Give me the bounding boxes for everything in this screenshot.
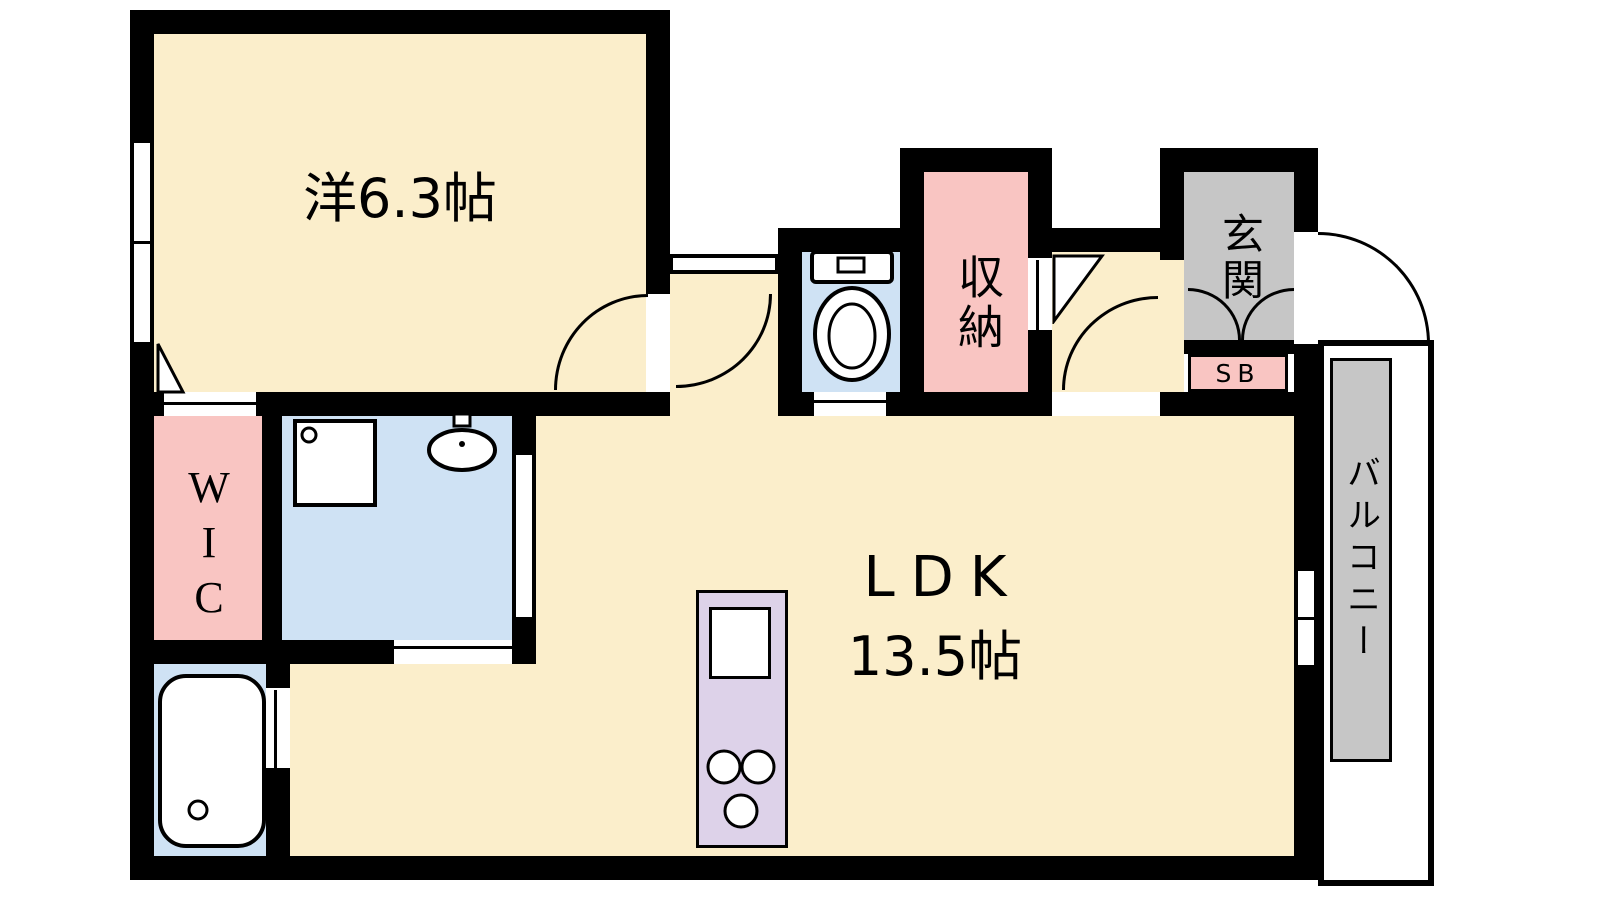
wall-segment	[778, 228, 924, 252]
wall-segment	[1294, 148, 1318, 232]
wall-segment	[900, 148, 1052, 172]
wall-segment	[266, 768, 290, 880]
wall-segment	[512, 620, 536, 664]
wall-segment	[262, 392, 282, 664]
balcony-label: バルコニー	[1340, 455, 1381, 665]
window	[130, 140, 154, 345]
wall-segment	[646, 10, 670, 294]
wall-segment	[130, 10, 670, 34]
ldk-room	[536, 416, 1294, 856]
door-line	[814, 400, 886, 403]
sliding-door	[512, 452, 536, 620]
wall-segment	[1160, 392, 1318, 416]
front-door-swing-arc	[1318, 232, 1430, 344]
wall-segment	[1184, 340, 1294, 354]
door-line	[274, 690, 277, 768]
wic-label: WIC	[184, 462, 234, 628]
wall-segment	[130, 856, 1318, 880]
wall-segment	[1294, 344, 1318, 568]
door-line	[164, 402, 256, 405]
door-line	[1036, 260, 1039, 330]
bathtub-icon	[158, 674, 266, 848]
ldk-label: LDK	[863, 545, 1023, 610]
storage-label: 収納	[951, 253, 1005, 353]
wall-segment	[778, 228, 802, 416]
doorway-opening	[670, 254, 778, 274]
gas-stove-icon	[706, 749, 776, 829]
wall-segment	[1294, 668, 1318, 880]
window-mullion	[134, 241, 150, 244]
bedroom-label: 洋6.3帖	[303, 167, 497, 230]
window	[1294, 568, 1318, 668]
wall-segment	[900, 148, 924, 416]
wall-segment	[1160, 148, 1318, 172]
ldk-room-lower-left	[290, 664, 536, 856]
washing-machine-icon	[293, 419, 377, 507]
wall-segment	[130, 10, 154, 140]
door-leaf	[1052, 254, 1105, 324]
balcony-strip: バルコニー	[1330, 358, 1392, 762]
shoe-box: SB	[1188, 354, 1288, 392]
wall-segment	[130, 392, 164, 416]
window-mullion	[1298, 617, 1314, 620]
storage-room	[924, 172, 1028, 392]
wall-segment	[130, 640, 394, 664]
wall-segment	[778, 392, 814, 416]
door-leaf	[156, 343, 186, 394]
door-line	[394, 646, 512, 649]
wall-segment	[130, 345, 154, 880]
shoe-box-label: SB	[1215, 358, 1261, 388]
wall-segment	[512, 392, 536, 452]
wall-segment	[266, 640, 290, 688]
kitchen-sink	[709, 607, 771, 679]
wall-segment	[886, 392, 1052, 416]
ldk-size-label: 13.5帖	[847, 625, 1023, 688]
wall-segment	[1028, 148, 1052, 258]
wall-segment	[256, 392, 670, 416]
bedroom-room	[154, 34, 646, 392]
kitchen-counter	[696, 590, 788, 848]
entrance-label: 玄関	[1215, 212, 1265, 304]
toilet-icon	[810, 250, 894, 382]
wic-room	[154, 416, 262, 640]
washbasin-icon	[427, 412, 497, 472]
wall-segment	[1160, 148, 1184, 260]
